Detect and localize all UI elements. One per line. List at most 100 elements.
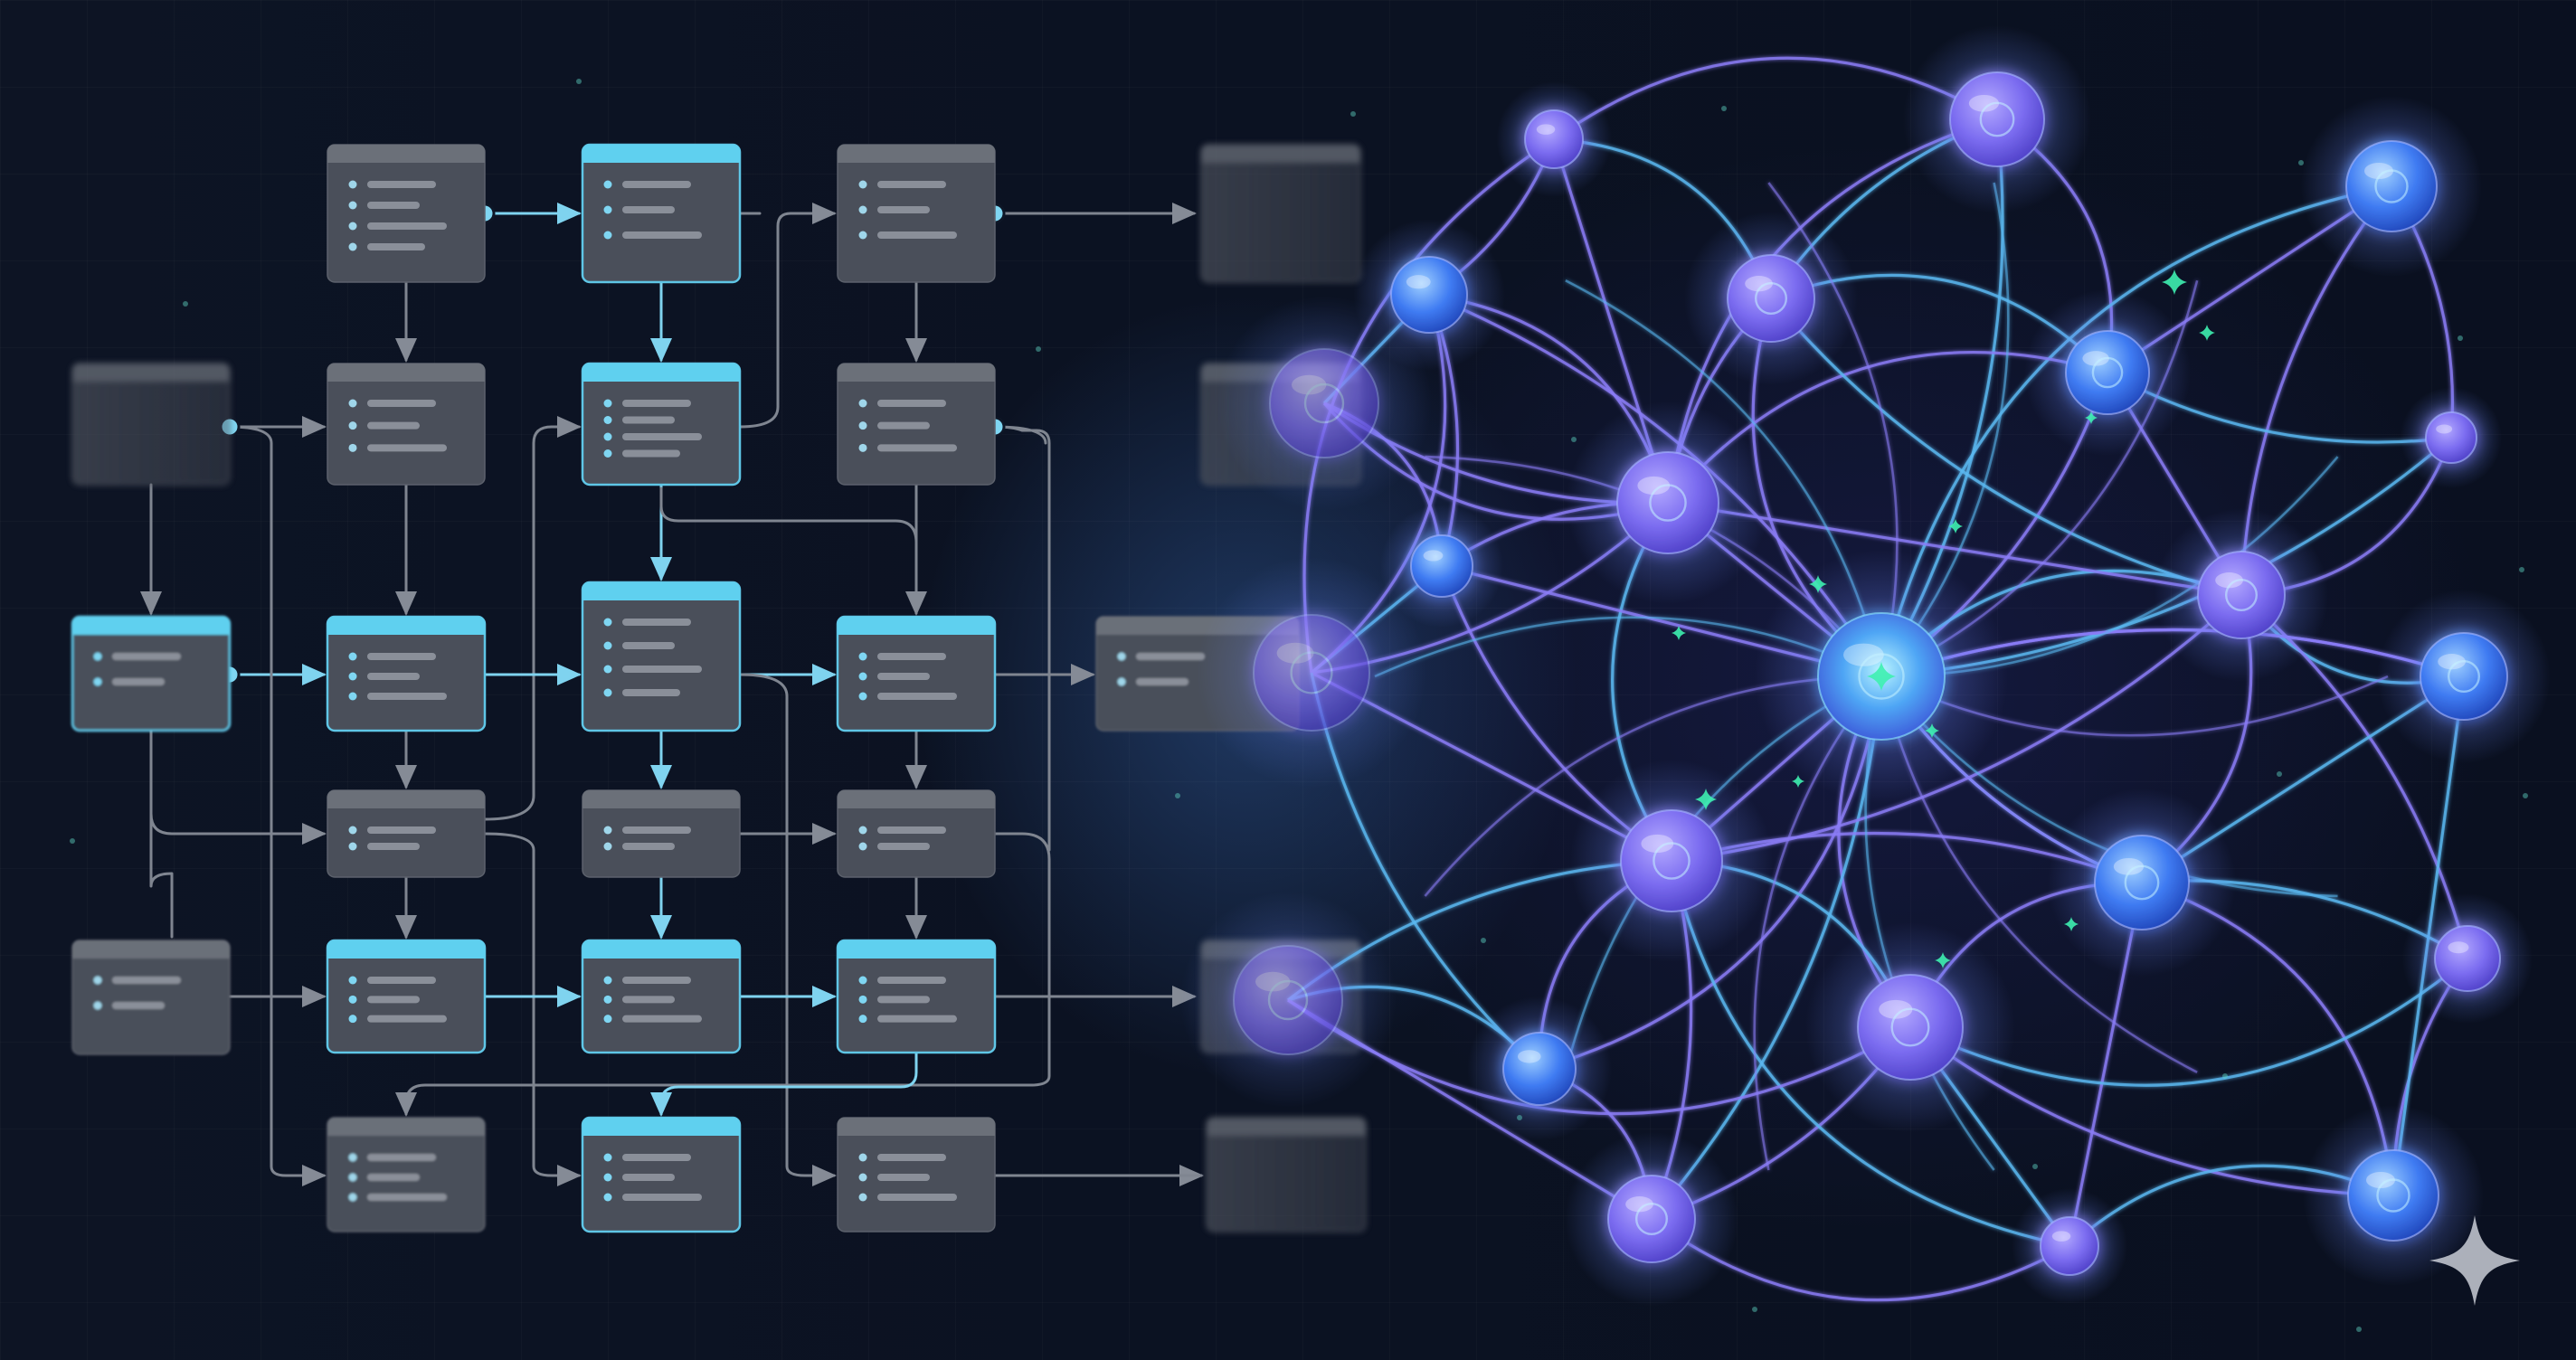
node-highlight: [2051, 1231, 2071, 1242]
card-line: [622, 433, 702, 440]
card-line: [877, 996, 930, 1004]
card-header: [582, 1118, 740, 1136]
card-bullet: [348, 399, 357, 408]
network-nodes: [1179, 25, 2551, 1306]
card-line: [877, 826, 946, 834]
particle: [1517, 1115, 1522, 1120]
card-line: [622, 996, 675, 1004]
card-line: [877, 231, 957, 239]
card-bullet: [858, 995, 867, 1004]
particle: [2222, 1073, 2228, 1079]
card-bullet: [603, 1015, 612, 1024]
card-bullet: [603, 842, 612, 851]
card-header: [327, 145, 485, 163]
card-bullet: [348, 1153, 357, 1162]
card-line: [622, 689, 680, 696]
workflow-card: [837, 144, 996, 283]
card-line: [367, 1015, 447, 1023]
network-node: [2402, 893, 2533, 1024]
particle: [2523, 793, 2528, 798]
node-sphere: [1502, 1032, 1577, 1106]
card-line: [367, 202, 420, 209]
card-line: [367, 1194, 447, 1201]
particle: [70, 838, 75, 844]
card-header: [582, 940, 740, 959]
particle: [2356, 1327, 2362, 1332]
card-line: [622, 619, 691, 626]
workflow-connector: [650, 1051, 918, 1117]
card-header: [582, 582, 740, 600]
node-highlight: [1879, 999, 1913, 1019]
node-highlight: [1842, 643, 1884, 666]
card-bullet: [93, 1001, 102, 1010]
network-node: [2301, 96, 2482, 277]
card-bullet: [348, 443, 357, 452]
card-line: [367, 653, 436, 660]
card-bullet: [858, 231, 867, 240]
node-sphere: [1857, 974, 1964, 1081]
node-highlight: [1292, 374, 1327, 395]
workflow-card: [581, 581, 742, 732]
particle: [1036, 346, 1041, 352]
card-bullet: [858, 180, 867, 189]
card-header: [327, 1118, 485, 1136]
workflow-card: [581, 939, 742, 1054]
node-ring: [1979, 101, 2015, 137]
node-ring: [1858, 653, 1905, 700]
node-sphere: [1233, 945, 1343, 1055]
card-line: [622, 843, 675, 850]
network-node: [1496, 81, 1612, 197]
card-bullet: [603, 205, 612, 214]
node-ring: [2091, 356, 2124, 389]
particle: [1350, 111, 1356, 117]
card-line: [877, 1154, 946, 1161]
card-bullet: [348, 1015, 357, 1024]
card-header: [72, 617, 230, 635]
card-bullet: [858, 399, 867, 408]
network-node: [1196, 557, 1427, 789]
card-bullet: [858, 1153, 867, 1162]
workflow-card: [71, 615, 232, 732]
card-line: [367, 843, 420, 850]
network-node: [1467, 996, 1612, 1141]
card-bullet: [858, 672, 867, 681]
workflow-connector: [395, 832, 1051, 1117]
node-highlight: [1536, 124, 1556, 135]
node-highlight: [2436, 424, 2453, 434]
card-line: [622, 400, 691, 407]
card-bullet: [858, 421, 867, 430]
node-ring: [2447, 660, 2480, 694]
workflow-card: [582, 789, 741, 878]
card-bullet: [858, 1015, 867, 1024]
node-ring: [2374, 169, 2409, 203]
particle: [2277, 771, 2282, 777]
card-bullet: [858, 1173, 867, 1182]
network-node: [1567, 401, 1769, 604]
node-sphere: [2094, 835, 2190, 930]
network-node: [1216, 295, 1433, 512]
particle: [2458, 335, 2463, 341]
card-bullet: [348, 692, 357, 701]
card-line: [622, 977, 691, 984]
particle: [2519, 567, 2524, 572]
node-sphere: [2434, 925, 2501, 992]
node-ring: [1267, 979, 1309, 1021]
particle: [1721, 106, 1727, 111]
card-bullet: [93, 976, 102, 985]
card-line: [367, 181, 436, 188]
card-header: [838, 1118, 995, 1136]
network-node: [1903, 25, 2091, 213]
card-header: [838, 364, 995, 382]
node-sphere: [2347, 1149, 2439, 1242]
card-line: [112, 977, 181, 984]
card-line: [112, 1002, 165, 1009]
particle: [2298, 160, 2304, 165]
node-highlight: [1276, 642, 1314, 664]
card-line: [622, 449, 680, 458]
card-bullet: [603, 432, 612, 441]
card-line: [367, 977, 436, 984]
node-highlight: [2113, 857, 2145, 875]
card-bullet: [1117, 652, 1126, 661]
node-sphere: [1269, 348, 1379, 458]
card-header: [582, 790, 740, 808]
